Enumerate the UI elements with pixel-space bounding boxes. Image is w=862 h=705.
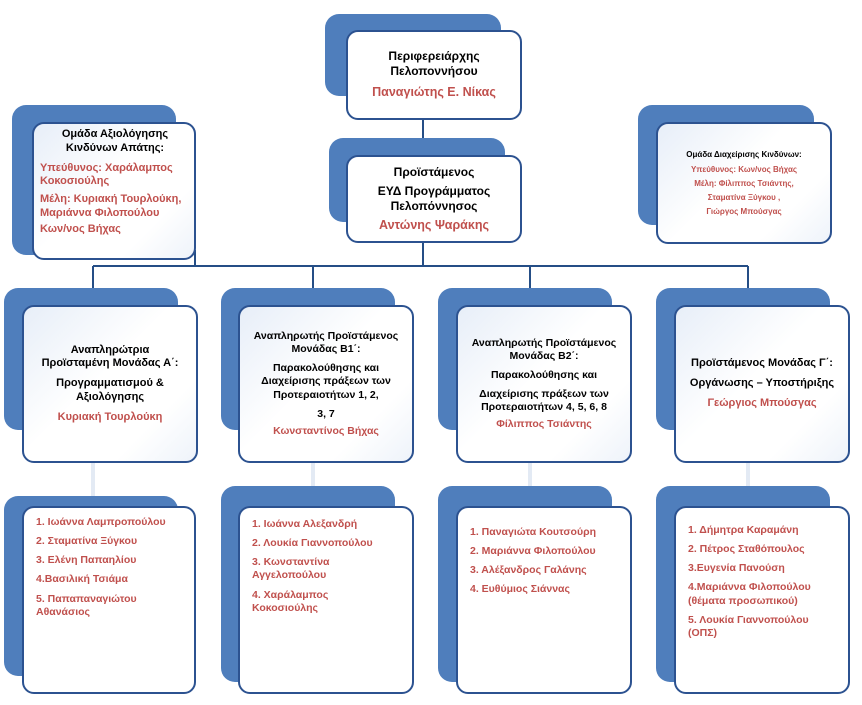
risk-team-members-line1: Μέλη: Φίλιππος Τσιάντης, [694,178,794,188]
staff-a-item-2: 2. Σταματίνα Ξύγκου [36,535,138,548]
staff-a-box: 1. Ιωάννα Λαμπροπούλου 2. Σταματίνα Ξύγκ… [22,506,196,694]
staff-c-item-5: 5. Λουκία Γιαννοπούλου (ΟΠΣ) [688,613,809,639]
unit-b1-line1: Αναπληρωτής Προϊστάμενος [253,330,399,343]
staff-a-item-3: 3. Ελένη Παπαηλίου [36,554,137,567]
unit-b2-line2: Μονάδας Β2΄: [509,349,579,362]
unit-c-box: Προϊστάμενος Μονάδας Γ΄: Οργάνωσης – Υπο… [674,305,850,463]
staff-b2-item-4: 4. Ευθύμιος Σιάννας [470,583,570,596]
staff-b2-item-1: 1. Παναγιώτα Κουτσούρη [470,526,596,538]
risk-team-members-line2: Σταματίνα Ξύγκου , [707,192,781,202]
staff-c-item-1: 1. Δήμητρα Καραμάνη [688,524,799,536]
risk-team-title: Ομάδα Διαχείρισης Κινδύνων: [686,149,802,159]
staff-c-item-3: 3.Ευγενία Πανούση [688,562,785,575]
risk-team-box: Ομάδα Διαχείρισης Κινδύνων: Υπεύθυνος: Κ… [656,122,832,244]
risk-team-members-line3: Γιώργος Μπούσγας [706,206,782,216]
unit-b1-line5: Προτεραιοτήτων 1, 2, [273,388,379,401]
staff-c-box: 1. Δήμητρα Καραμάνη 2. Πέτρος Σταθόπουλο… [674,506,850,694]
unit-a-name: Κυριακή Τουρλούκη [57,410,163,423]
unit-b2-box: Αναπληρωτής Προϊστάμενος Μονάδας Β2΄: Πα… [456,305,632,463]
unit-c-line2: Οργάνωσης – Υποστήριξης [689,377,835,390]
director-title-line2: ΕΥΔ Προγράμματος [377,183,491,198]
director-box: Προϊστάμενος ΕΥΔ Προγράμματος Πελοπόννησ… [346,155,522,243]
unit-b1-line4: Διαχείρισης πράξεων των [261,375,391,388]
unit-a-line3: Προγραμματισμού & [56,377,164,390]
unit-a-box: Αναπληρώτρια Προϊσταμένη Μονάδας Α΄: Προ… [22,305,198,463]
fraud-team-responsible-line1: Υπεύθυνος: Χαράλαμπος [40,161,173,174]
staff-b2-box: 1. Παναγιώτα Κουτσούρη 2. Μαριάννα Φιλοπ… [456,506,632,694]
staff-b1-item-1: 1. Ιωάννα Αλεξανδρή [252,518,358,530]
fraud-team-title-line2: Κινδύνων Απάτης: [65,141,165,154]
unit-b1-box: Αναπληρωτής Προϊστάμενος Μονάδας Β1΄: Πα… [238,305,414,463]
fraud-team-members-line3: Κων/νος Βήχας [40,222,121,235]
fraud-team-title-line1: Ομάδα Αξιολόγησης [61,128,169,140]
governor-title-line1: Περιφερειάρχης [388,49,480,64]
fraud-team-members-line1: Μέλη: Κυριακή Τουρλούκη, [40,193,182,205]
staff-b1-item-3: 3. Κωνσταντίνα Αγγελοπούλου [252,556,330,582]
fraud-team-members-line2: Μαριάννα Φιλοπούλου [40,206,160,219]
staff-c-item-4: 4.Μαριάννα Φιλοπούλου (θέματα προσωπικού… [688,581,811,607]
governor-title-line2: Πελοποννήσου [390,64,478,79]
staff-a-item-5: 5. Παπαπαναγιώτου Αθανάσιος [36,592,137,618]
director-title-line1: Προϊστάμενος [393,164,475,179]
unit-b2-line3: Παρακολούθησης και [490,368,598,381]
unit-c-line1: Προϊστάμενος Μονάδας Γ΄: [691,357,833,370]
unit-b2-line1: Αναπληρωτής Προϊστάμενος [471,336,617,349]
director-name: Αντώνης Ψαράκης [379,217,489,232]
unit-b1-name: Κωνσταντίνος Βήχας [273,424,379,437]
fraud-team-responsible-line2: Κοκοσιούλης [40,175,110,188]
staff-a-item-1: 1. Ιωάννα Λαμπροπούλου [36,516,166,528]
staff-b2-item-3: 3. Αλέξανδρος Γαλάνης [470,564,587,577]
risk-team-responsible: Υπεύθυνος: Κων/νος Βήχας [690,164,798,174]
unit-b1-line3: Παρακολούθησης και [272,362,380,375]
unit-b2-line5: Προτεραιοτήτων 4, 5, 6, 8 [481,401,607,414]
staff-a-item-4: 4.Βασιλική Τσιάμα [36,573,128,586]
unit-a-line2: Προϊσταμένη Μονάδας Α΄: [41,357,179,370]
director-title-line3: Πελοπόννησος [390,198,478,213]
governor-name: Παναγιώτης Ε. Νίκας [372,85,496,100]
staff-c-item-2: 2. Πέτρος Σταθόπουλος [688,543,805,556]
fraud-team-box: Ομάδα Αξιολόγησης Κινδύνων Απάτης: Υπεύθ… [32,122,196,260]
unit-a-line1: Αναπληρώτρια [70,343,150,356]
staff-b1-box: 1. Ιωάννα Αλεξανδρή 2. Λουκία Γιαννοπούλ… [238,506,414,694]
staff-b1-item-4: 4. Χαράλαμπος Κοκοσιούλης [252,588,329,614]
staff-b1-item-2: 2. Λουκία Γιαννοπούλου [252,537,373,550]
unit-b2-line4: Διαχείρισης πράξεων των [479,388,609,400]
unit-c-name: Γεώργιος Μπούσγας [707,396,817,409]
unit-b1-line2: Μονάδας Β1΄: [291,343,361,356]
staff-b2-item-2: 2. Μαριάννα Φιλοπούλου [470,545,596,558]
unit-b1-line6: 3, 7 [317,407,335,420]
unit-a-line4: Αξιολόγησης [75,390,145,403]
unit-b2-name: Φίλιππος Τσιάντης [496,418,592,431]
governor-box: Περιφερειάρχης Πελοποννήσου Παναγιώτης Ε… [346,30,522,120]
